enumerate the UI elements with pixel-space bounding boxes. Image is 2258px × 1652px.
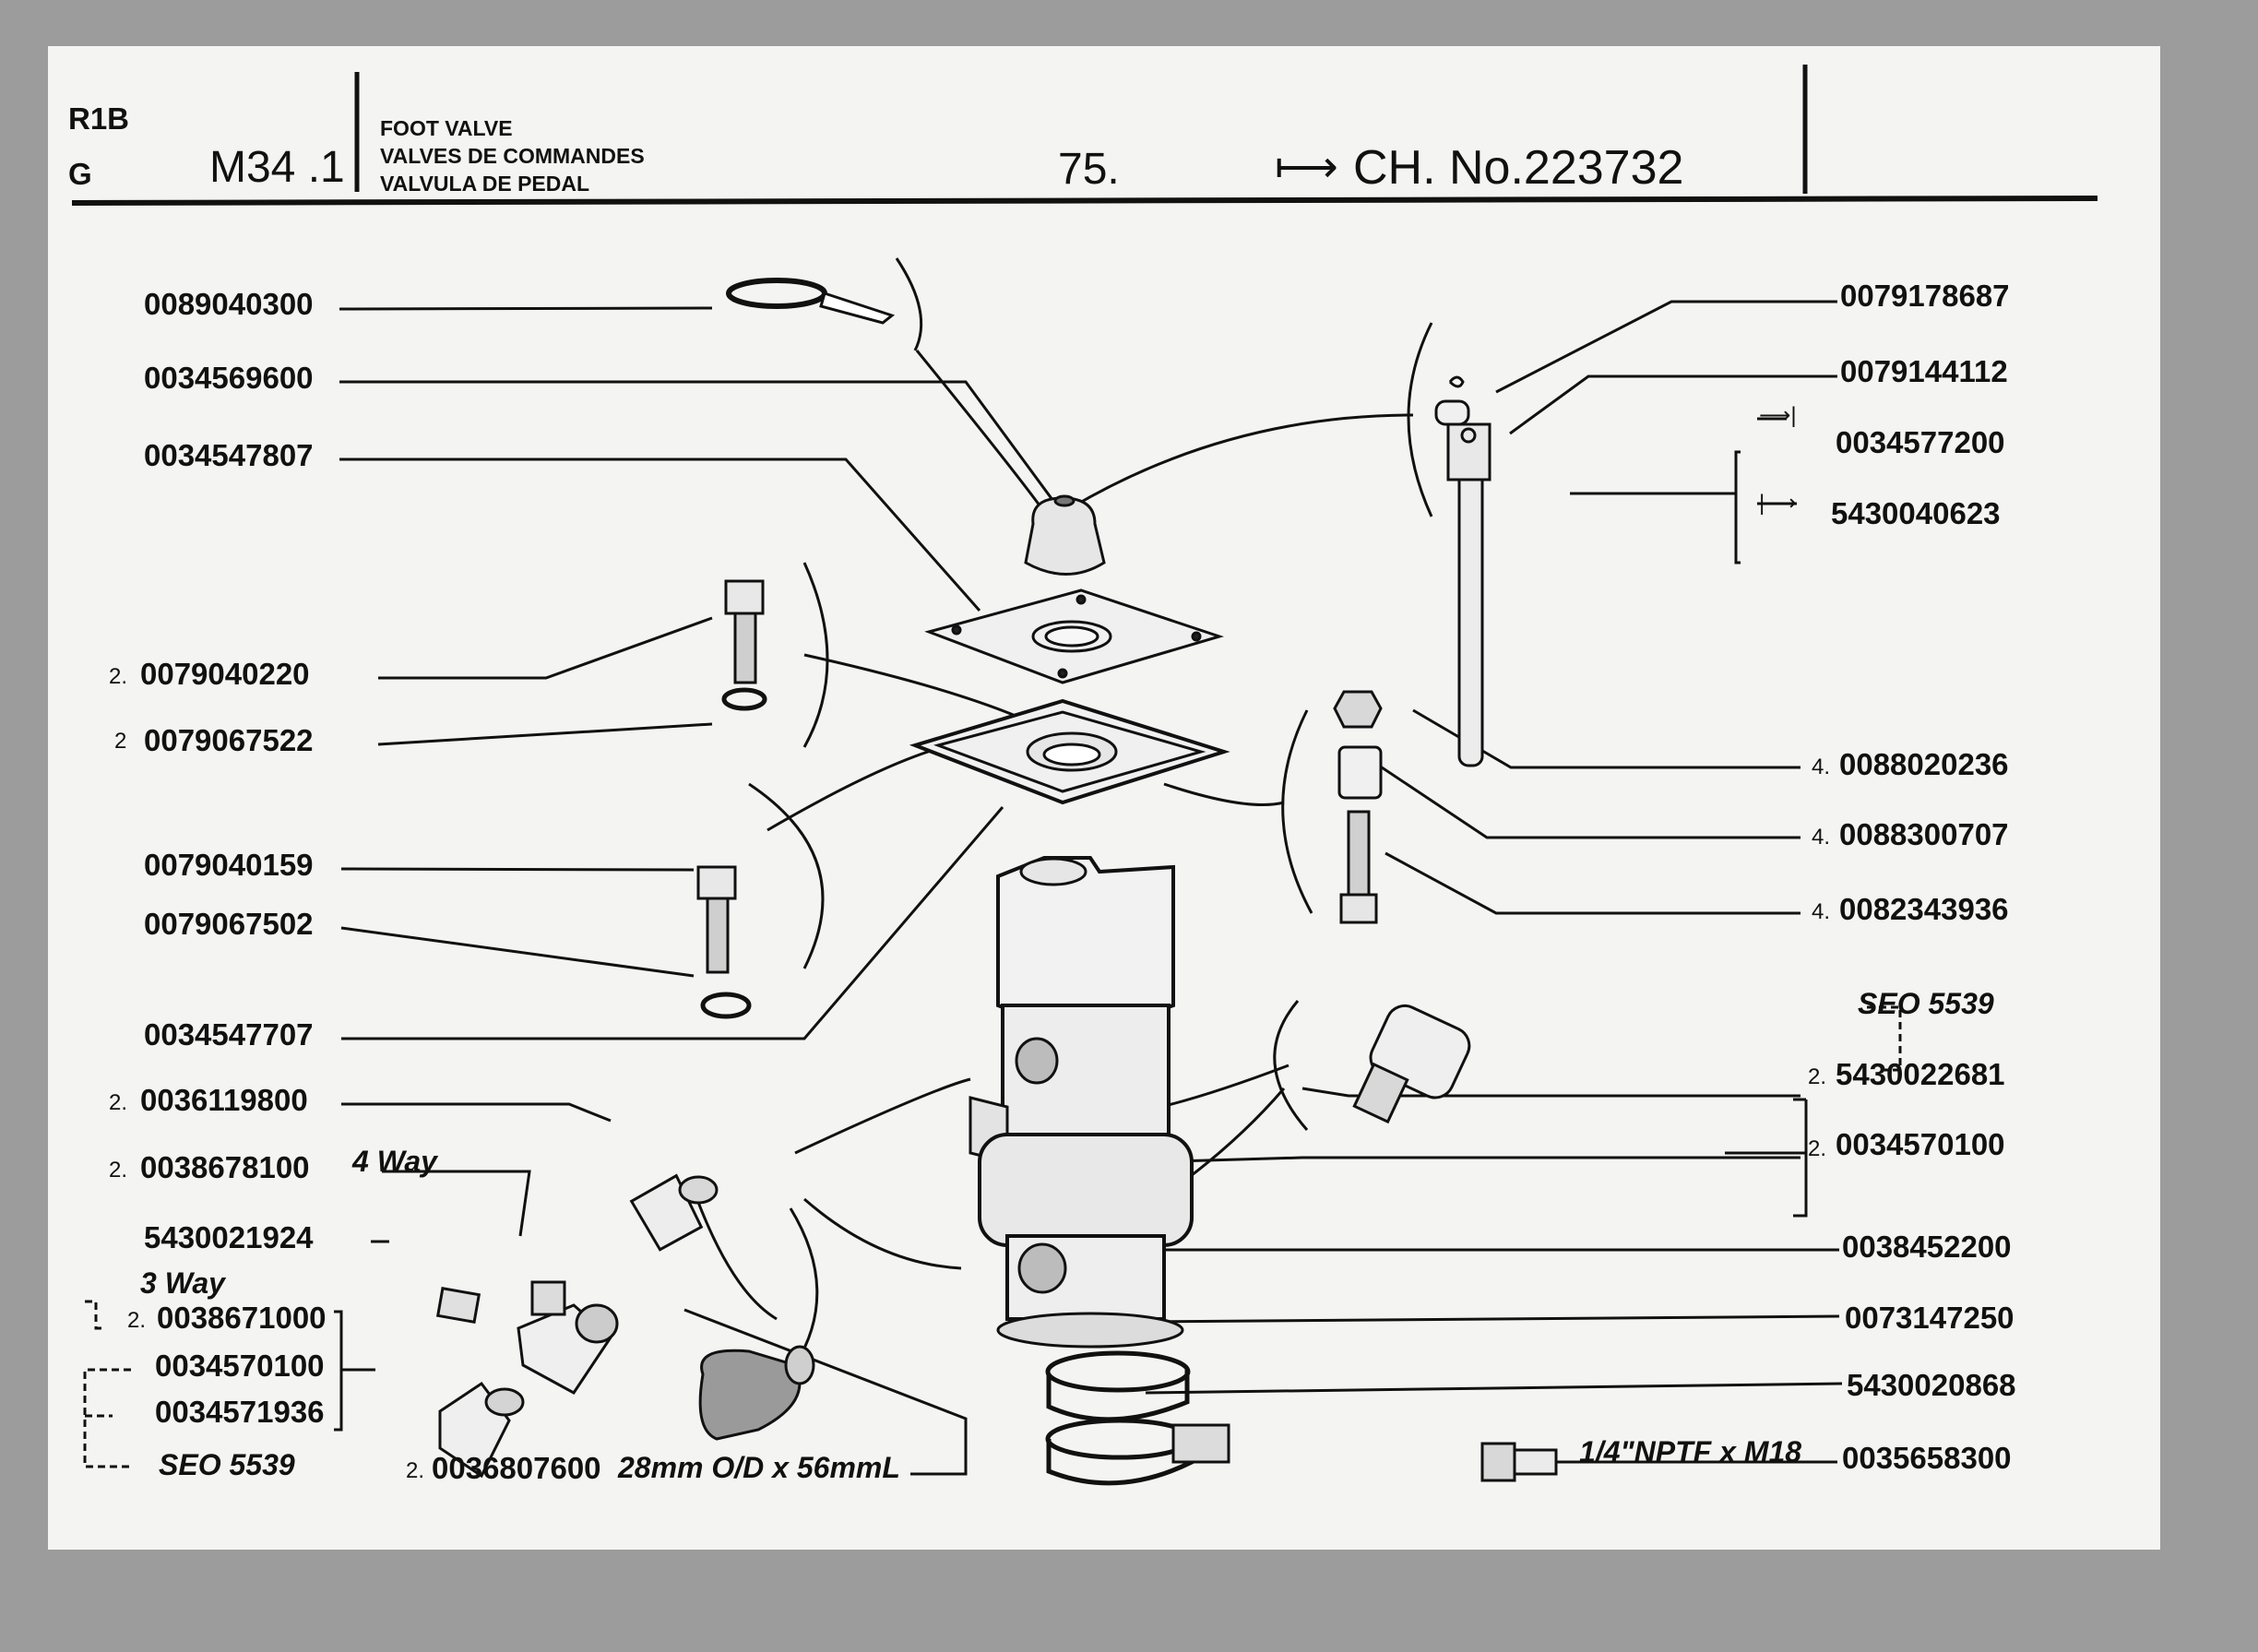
part-label: 0036119800 [140, 1083, 308, 1117]
part-label: 0034571936 [155, 1395, 325, 1429]
part-label: 0034577200 [1836, 425, 2005, 459]
part-label: 0088300707 [1839, 817, 2009, 851]
right-reference: SEO 5539 [1858, 987, 1994, 1020]
page-number: 75. [1058, 145, 1120, 194]
part-label: 0079067502 [144, 907, 314, 941]
part-label: 0038671000 [157, 1301, 327, 1335]
part-qty: 2. [1808, 1136, 1827, 1161]
part-label: 0079040159 [144, 848, 314, 882]
part-label: 0082343936 [1839, 892, 2009, 926]
title-en: FOOT VALVE [380, 116, 513, 140]
part-label: 0088020236 [1839, 747, 2009, 781]
group-reference: SEO 5539 [159, 1448, 295, 1481]
part-label: 5430020868 [1847, 1368, 2016, 1402]
title-es: VALVULA DE PEDAL [380, 172, 590, 196]
parts-sheet: R1B G M34 .1 FOOT VALVE VALVES DE COMMAN… [48, 46, 2160, 1550]
part-qty: 2. [127, 1308, 147, 1333]
part-label: 0089040300 [144, 287, 314, 321]
part-qty: 2. [1808, 1064, 1827, 1089]
part-label: 0035658300 [1842, 1441, 2012, 1475]
part-label: 0034547707 [144, 1017, 314, 1052]
part-label: 5430040623 [1831, 496, 2001, 530]
part-qty: 2. [109, 1158, 128, 1183]
part-note: 4 Way [352, 1145, 437, 1178]
chassis-number: CH. No.223732 [1353, 141, 1684, 195]
series-code: R1B [68, 101, 130, 136]
part-label: 0079178687 [1840, 279, 2010, 313]
part-qty: 2 [114, 729, 127, 754]
part-label: 0079040220 [140, 657, 310, 691]
part-label: 0034547807 [144, 438, 314, 472]
part-label: 0036807600 [432, 1451, 601, 1485]
part-qty: 2. [406, 1458, 425, 1483]
title-fr: VALVES DE COMMANDES [380, 144, 645, 168]
part-qty: 4. [1812, 899, 1831, 924]
part-note: 28mm O/D x 56mmL [618, 1451, 900, 1484]
part-qty: 2. [109, 1090, 128, 1115]
part-label: 0034569600 [144, 361, 314, 395]
part-qty: 4. [1812, 825, 1831, 850]
part-label: 0079067522 [144, 723, 314, 757]
arrow-icon: ⟶| [1759, 403, 1797, 428]
part-label: 0038452200 [1842, 1230, 2012, 1264]
arrow-icon: |⟶ [1759, 491, 1797, 516]
part-label: 0034570100 [155, 1349, 325, 1383]
part-label: 0038678100 [140, 1150, 310, 1184]
part-note: 1/4"NPTF x M18 [1579, 1435, 1802, 1468]
part-label: 0079144112 [1840, 354, 2008, 388]
part-qty: 2. [109, 664, 128, 689]
exploded-view-drawing [71, 65, 2098, 1486]
part-label: 0034570100 [1836, 1127, 2005, 1161]
part-qty: 4. [1812, 755, 1831, 779]
arrow-icon: ⟼ [1275, 143, 1338, 192]
group-note: 3 Way [140, 1266, 225, 1300]
group-code: G [68, 157, 92, 191]
part-label: 5430022681 [1836, 1057, 2005, 1091]
section-code: M34 .1 [209, 143, 345, 192]
part-label: 0073147250 [1845, 1301, 2014, 1335]
part-label: 5430021924 [144, 1220, 314, 1254]
